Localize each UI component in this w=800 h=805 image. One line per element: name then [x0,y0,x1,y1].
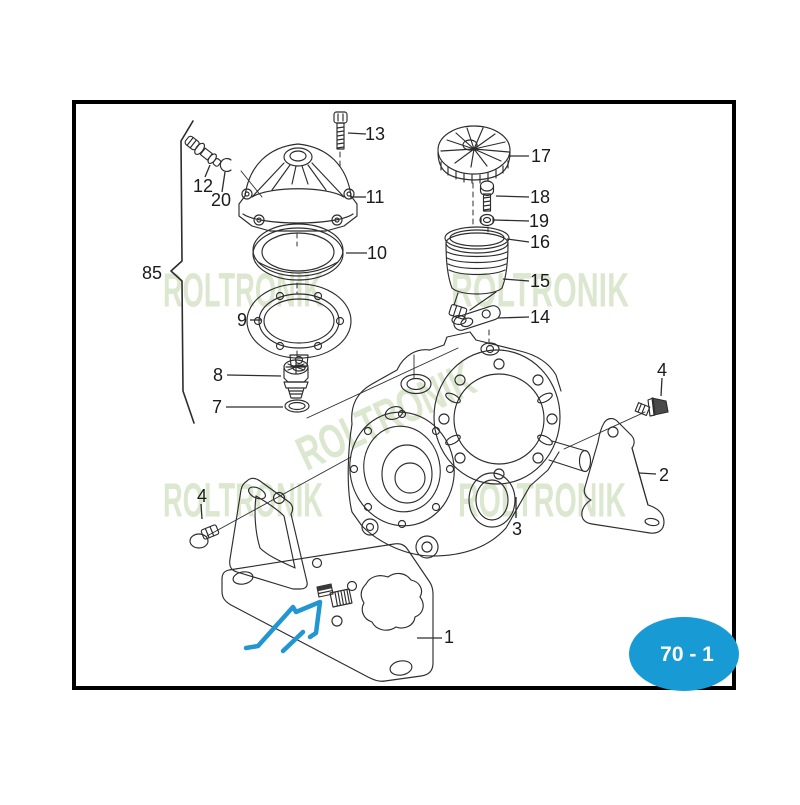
leader-lines [200,132,663,639]
leader-line-8 [226,374,282,377]
left-gusset-bracket [229,477,308,590]
part-4-bolt-left [189,524,220,549]
part-9-flange-ring [246,283,352,372]
leader-line-13 [347,132,367,135]
part-12-fitting [184,135,222,167]
part-label-85: 85 [142,263,162,283]
assembly-lines [206,170,646,537]
part-label-3: 3 [512,519,522,539]
part-label-19: 19 [529,211,549,231]
brace-85 [170,120,195,424]
leader-line-16 [506,238,530,243]
part-label-12: 12 [193,176,213,196]
leader-line-4-left [200,503,203,520]
frame-border [72,100,736,690]
part-13-screw [333,111,348,171]
part-label-11: 11 [366,187,385,207]
part-16-ring [444,226,510,250]
part-7-o-ring [284,399,310,413]
leader-line-18 [495,195,530,198]
leader-line-14 [497,316,530,319]
part-4-bolt-right [634,397,669,417]
part-label-15: 15 [530,271,550,291]
part-11-head-cover [238,143,358,247]
leader-line-2 [638,472,657,475]
watermark-text: ROLTRONIK [451,265,629,318]
part-17-cap-knob [437,125,511,227]
leader-line-19 [493,219,530,222]
part-1-base-plate [221,543,434,682]
part-18-screw [479,180,495,212]
part-14-strap [453,305,501,348]
leader-line-12 [204,164,211,178]
badge-ellipse [629,617,739,691]
part-3-pump-body [347,331,592,559]
part-label-1: 1 [444,627,454,647]
watermark-text: ROLTRONIK [163,475,323,528]
part-label-13: 13 [365,124,385,144]
serial-label-plate [316,583,353,608]
part-label-20: 20 [211,190,231,210]
part-10-diaphragm [252,223,344,294]
part-label-2: 2 [659,465,669,485]
part-label-7: 7 [212,397,222,417]
part-label-8: 8 [213,365,223,385]
diagram-line-art [170,111,669,682]
badge-70-1: 70 - 1 [629,617,739,691]
pointer-arrow-outline [243,599,323,651]
part-8-valve-fitting [283,359,309,399]
pointer-arrow-tick [280,629,306,654]
part-label-14: 14 [530,307,550,327]
part-label-16: 16 [530,232,550,252]
leader-line-15 [502,278,530,282]
part-15-accumulator-cup [445,232,509,326]
part-label-9: 9 [237,310,247,330]
pointer-arrow [243,599,323,654]
badge-label: 70 - 1 [660,643,714,666]
part-20-o-ring [219,157,232,173]
part-label-17: 17 [531,146,551,166]
part-label-18: 18 [530,187,550,207]
part-label-10: 10 [367,243,387,263]
leader-line-20 [221,171,226,193]
part-label-4-right: 4 [657,360,667,380]
part-label-4-left: 4 [197,486,207,506]
leader-line-4-right [660,377,663,397]
